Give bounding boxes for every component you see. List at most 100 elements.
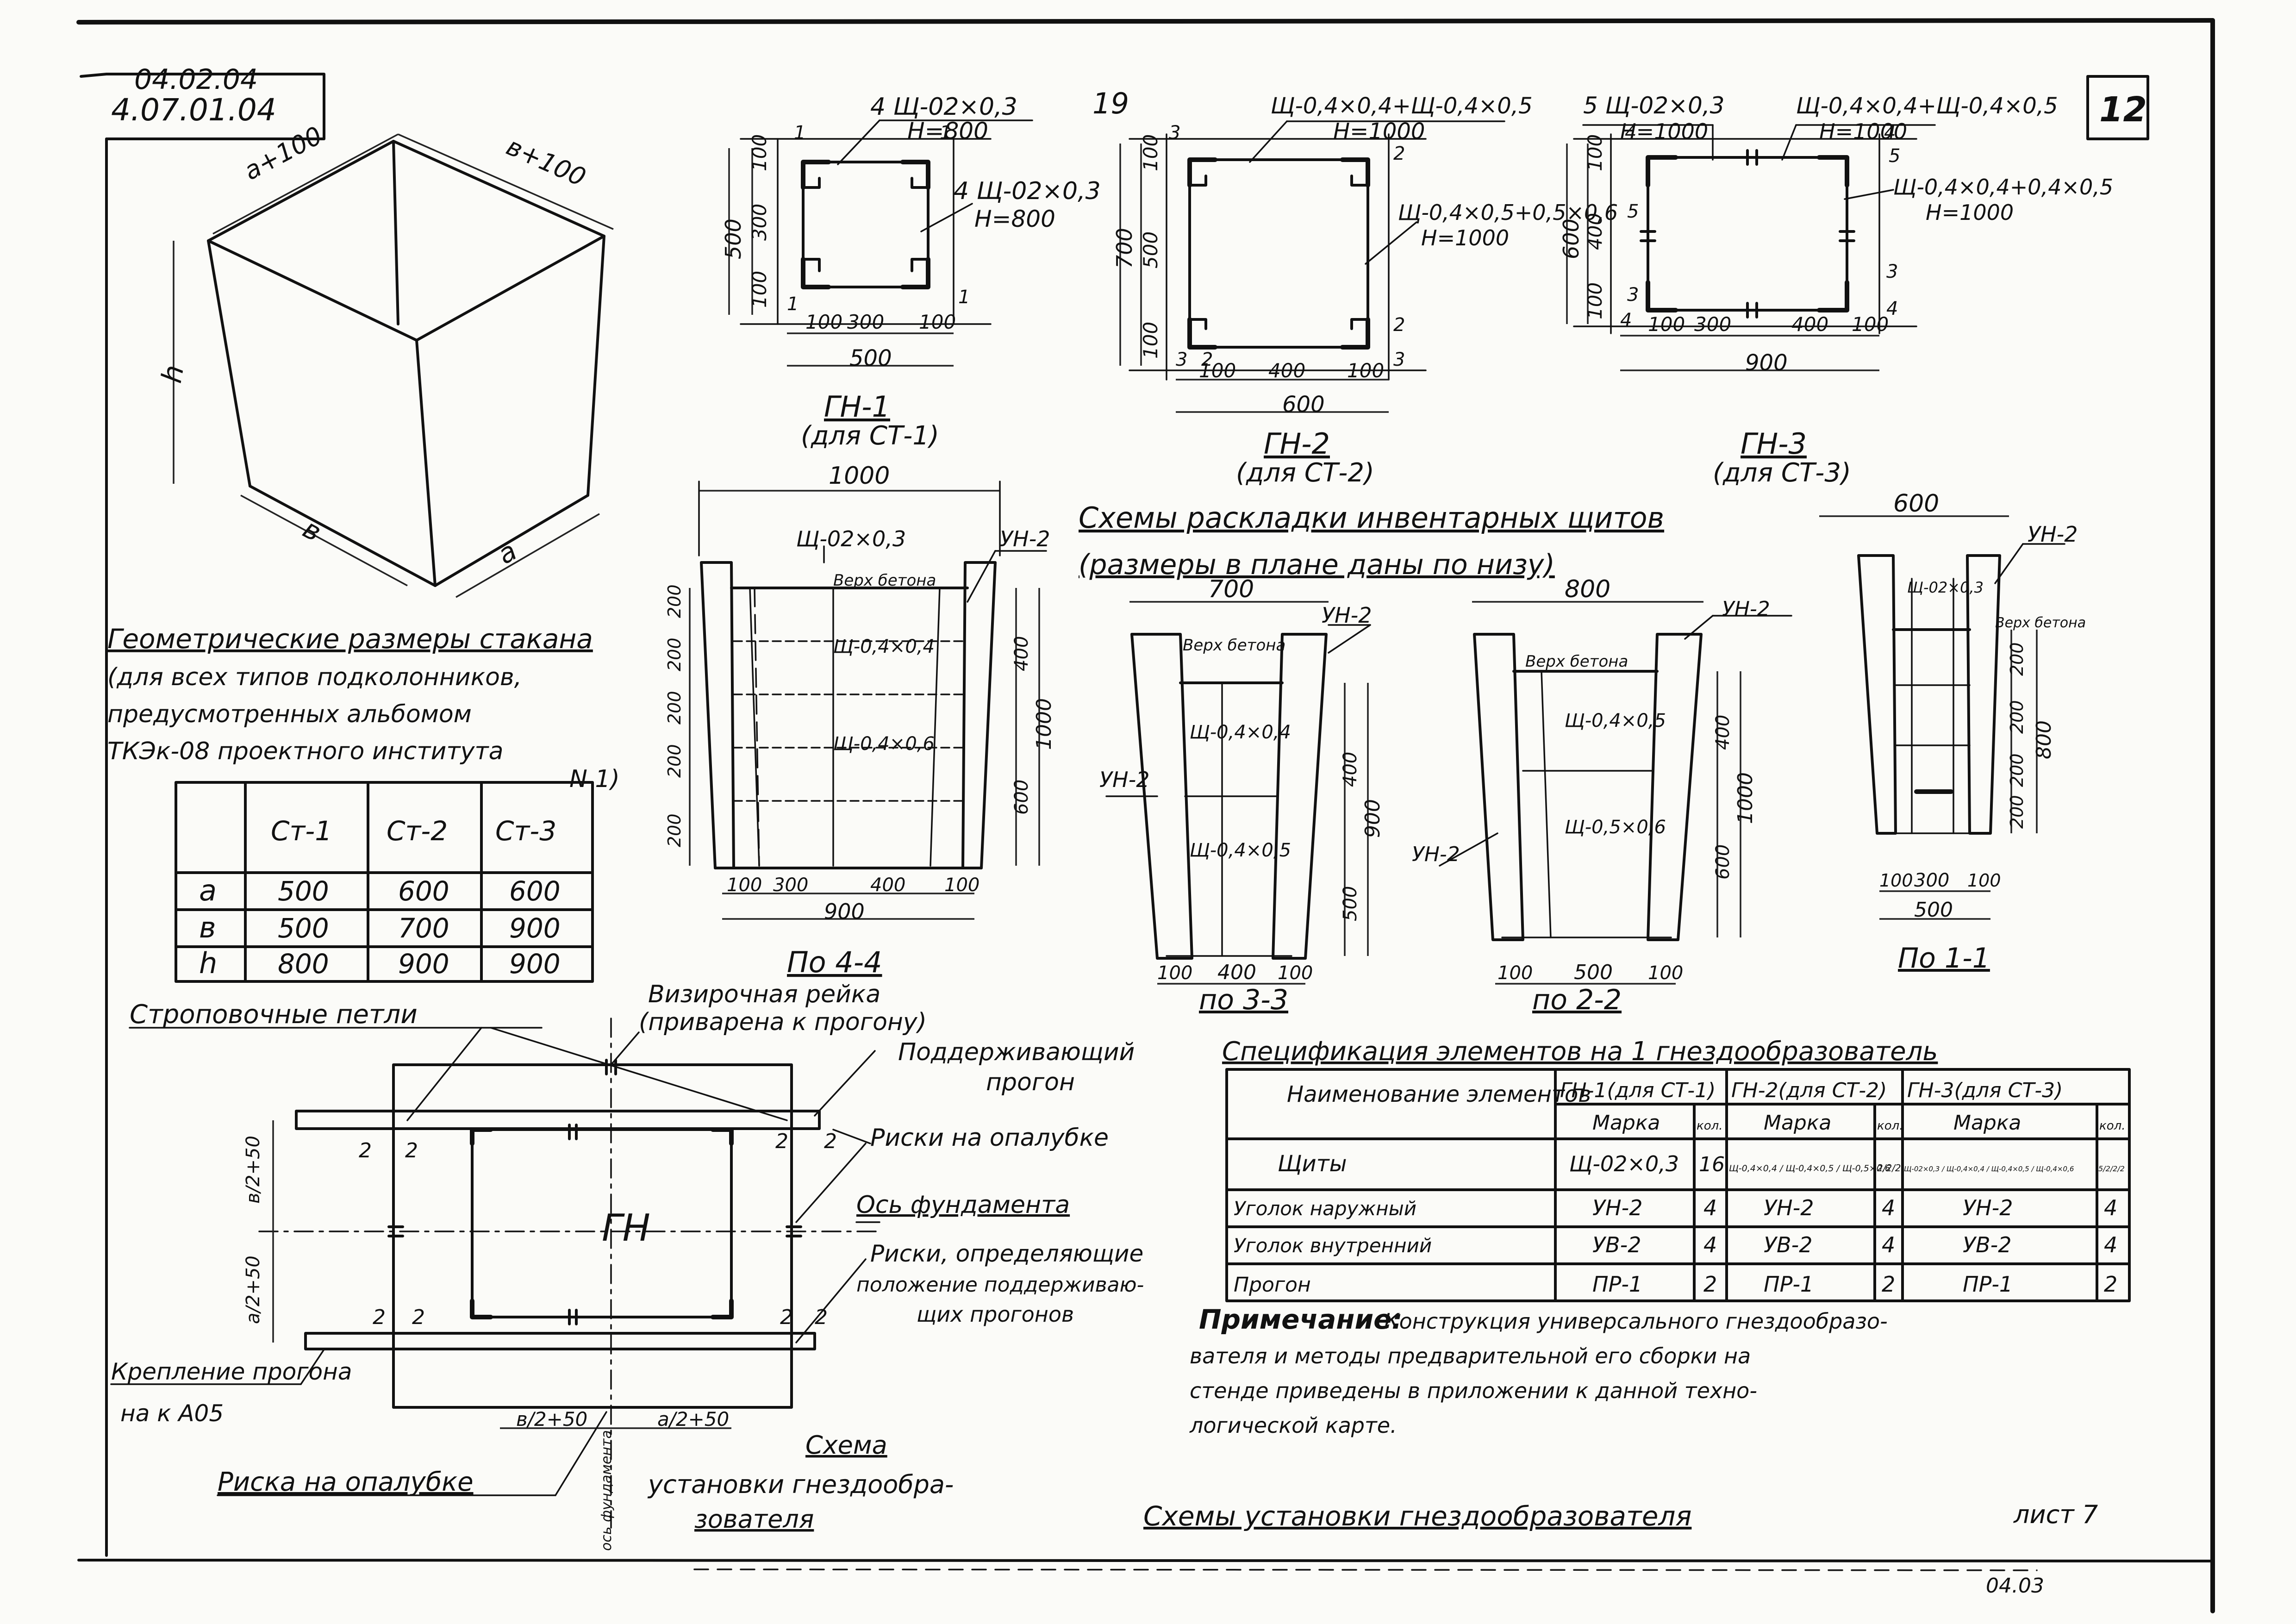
- gn1-mark-2: 1: [940, 122, 951, 144]
- gn2-mark-5: 3: [1393, 349, 1405, 370]
- code-box: 04.02.04 4.07.01.04: [80, 63, 325, 1557]
- sec33-shield-a: Щ-0,4×0,4: [1190, 722, 1291, 743]
- section-1-1: 600 УН-2 Щ-02×0,3 Верх бетона 200 200 20…: [1819, 490, 2086, 974]
- sec44-left-dim-4: 200: [664, 744, 685, 778]
- gn2-vdim-total: 700: [1112, 228, 1137, 269]
- gn3-vdim-2: 400: [1584, 213, 1606, 250]
- spec-head-gn2: ГН-2(для СТ-2): [1731, 1079, 1887, 1102]
- plan-gn3: 5 Щ-02×0,3 H=1000 Щ-0,4×0,4+Щ-0,4×0,5 H=…: [1559, 92, 2113, 488]
- spec-row1-gn1-mark: Щ-02×0,3: [1569, 1151, 1679, 1176]
- gn3-subtitle: (для СТ-3): [1713, 458, 1851, 488]
- gn3-hdim-2: 300: [1694, 313, 1731, 336]
- gn1-label-right-h: H=800: [974, 206, 1055, 232]
- iso-caption-line-1: (для всех типов подколонников,: [107, 663, 522, 691]
- sec22-right-total: 1000: [1734, 772, 1757, 824]
- spec-head-name: Наименование элементов: [1287, 1081, 1591, 1107]
- table-row-h-label: h: [199, 946, 217, 980]
- install-center-label: ГН: [602, 1206, 650, 1249]
- sec44-bottom-dim-4: 100: [944, 874, 980, 896]
- gn3-hdim-total: 900: [1745, 350, 1788, 376]
- spec-row3-gn1-qty: 4: [1703, 1232, 1717, 1257]
- sec44-left-dim-5: 200: [664, 813, 685, 847]
- sec33-title: по 3-3: [1199, 984, 1288, 1016]
- sec11-bottom-total: 500: [1914, 898, 1953, 922]
- gn1-hdim-total: 500: [849, 345, 892, 371]
- sec11-shield: Щ-02×0,3: [1907, 579, 1984, 596]
- iso-caption-line-4: N 1): [569, 765, 620, 793]
- sheet-code-top: 04.02.04: [134, 63, 258, 96]
- table-a-ct3: 600: [509, 875, 561, 907]
- gn2-subtitle: (для СТ-2): [1236, 458, 1374, 488]
- gn2-mark-2: 2: [1393, 143, 1405, 164]
- gn1-subtitle: (для СТ-1): [801, 421, 939, 451]
- spec-row4-gn2-mark: ПР-1: [1764, 1272, 1814, 1297]
- sec33-top-dim: 700: [1208, 575, 1254, 603]
- gn2-mark-3: 2: [1393, 314, 1405, 336]
- spec-sub-mark-3: Марка: [1953, 1111, 2021, 1135]
- sec11-top-dim: 600: [1893, 490, 1939, 518]
- sec22-shield-a: Щ-0,4×0,5: [1565, 710, 1666, 731]
- sec11-top-concrete: Верх бетона: [1995, 615, 2086, 631]
- table-b-ct2: 700: [398, 912, 449, 944]
- sec22-bottom-dim-2: 500: [1574, 961, 1613, 984]
- sec22-right-dim-1: 400: [1712, 715, 1734, 750]
- spec-sub-qty-2: кол.: [1877, 1119, 1903, 1133]
- spec-row4-gn3-qty: 2: [2104, 1272, 2117, 1297]
- table-header-ct2: Ст-2: [387, 815, 448, 847]
- install-label-mark-form2: Риска на опалубке: [218, 1467, 474, 1497]
- sec44-right-dim-1: 400: [1011, 636, 1032, 671]
- gn1-hdim-3: 100: [919, 311, 956, 333]
- footer-title: Схемы установки гнездообразователя: [1143, 1500, 1691, 1532]
- gn3-label-top-right: Щ-0,4×0,4+Щ-0,4×0,5: [1796, 93, 2058, 119]
- install-label-marks-pos2: положение поддерживаю-: [856, 1273, 1144, 1297]
- gn1-mark-1: 1: [794, 122, 805, 144]
- gn2-hdim-1: 100: [1199, 359, 1236, 382]
- gn3-mark-8: 4: [1886, 298, 1898, 319]
- spec-row2-gn1-mark: УН-2: [1592, 1195, 1643, 1220]
- footer-code: 04.03: [1986, 1574, 2044, 1598]
- spec-head-gn1: ГН-1(для СТ-1): [1560, 1079, 1716, 1102]
- sec33-shield-b: Щ-0,4×0,5: [1190, 840, 1291, 861]
- install-caption-2: установки гнездообра-: [647, 1470, 954, 1499]
- install-label-sight: Визирочная рейка: [648, 981, 880, 1008]
- spec-table: Спецификация элементов на 1 гнездообразо…: [1222, 1037, 2131, 1302]
- install-num-2: 2: [405, 1139, 418, 1162]
- install-num-4: 2: [824, 1130, 837, 1153]
- iso-caption: Геометрические размеры стакана (для всех…: [107, 623, 620, 793]
- sec11-right-dim-3: 200: [2007, 753, 2027, 787]
- gn3-mark-7: 4: [1620, 310, 1632, 331]
- sec44-left-dim-1: 200: [664, 584, 685, 618]
- gn3-mark-2: 4: [1884, 122, 1896, 144]
- sec44-left-dim-2: 200: [664, 637, 685, 671]
- gn2-title: ГН-2: [1264, 427, 1330, 461]
- sec44-bottom-total: 900: [824, 899, 865, 924]
- sec22-shield-b: Щ-0,5×0,6: [1565, 817, 1666, 838]
- install-num-5: 2: [373, 1305, 386, 1329]
- iso-caption-title: Геометрические размеры стакана: [107, 623, 593, 655]
- gn2-vdim-1: 100: [1139, 134, 1162, 171]
- layout-title: Схемы раскладки инвентарных щитов: [1079, 501, 1664, 535]
- spec-row3-name: Уголок внутренний: [1234, 1234, 1432, 1257]
- sec44-bottom-dim-1: 100: [727, 874, 762, 896]
- table-header-ct1: Ст-1: [271, 815, 332, 847]
- note: Примечание: Конструкция универсального г…: [1189, 1304, 1888, 1438]
- section-3-3: 700 УН-2 Верх бетона Щ-0,4×0,4 Щ-0,4×0,5…: [1099, 575, 1385, 1016]
- plan-gn2: Щ-0,4×0,4+Щ-0,4×0,5 H=1000 Щ-0,4×0,5+0,5…: [1112, 93, 1618, 488]
- spec-row4-gn1-mark: ПР-1: [1592, 1272, 1642, 1297]
- sec22-bottom-dim-1: 100: [1497, 962, 1533, 984]
- gn2-label-top: Щ-0,4×0,4+Щ-0,4×0,5: [1271, 93, 1533, 119]
- spec-sub-mark-2: Марка: [1764, 1111, 1831, 1135]
- gn1-mark-4: 1: [958, 287, 970, 308]
- iso-dim-a: a+100: [239, 121, 327, 186]
- sec22-bottom-dim-3: 100: [1648, 962, 1683, 984]
- install-dim-b2-v: в/2+50: [243, 1136, 264, 1204]
- isometric-sketch: a+100 в+100 h в a: [156, 121, 614, 598]
- sec44-title: По 4-4: [787, 945, 882, 979]
- spec-row2-gn3-mark: УН-2: [1963, 1195, 2013, 1220]
- gn3-label-top-left-h: H=1000: [1620, 119, 1708, 144]
- spec-row1-gn1-qty: 16: [1699, 1153, 1725, 1176]
- sec44-shield-a: Щ-0,4×0,4: [833, 636, 935, 657]
- gn1-vdim-2: 300: [748, 204, 771, 241]
- spec-row3-gn2-qty: 4: [1882, 1232, 1895, 1257]
- sec44-right-total: 1000: [1032, 698, 1056, 750]
